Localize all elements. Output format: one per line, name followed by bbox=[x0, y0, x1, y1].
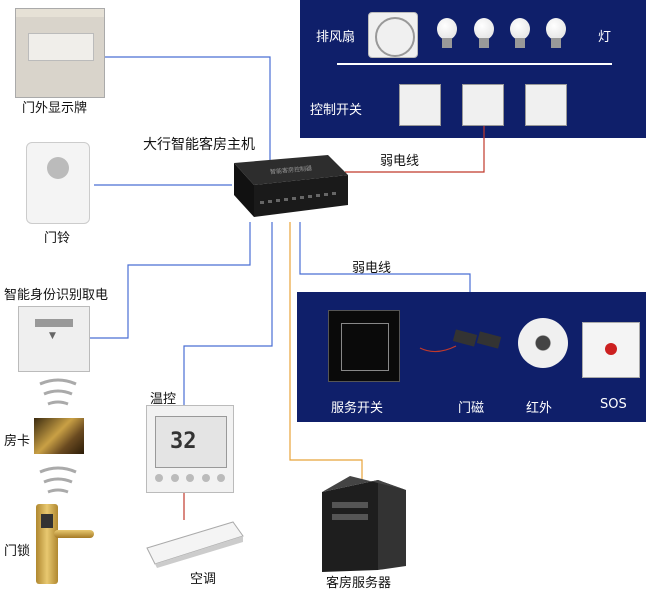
id-card-slot bbox=[35, 319, 73, 327]
door-lock-handle bbox=[54, 530, 94, 538]
service-switch-label: 服务开关 bbox=[331, 401, 384, 416]
bulb-base-1 bbox=[442, 38, 452, 48]
door-display-top-bar bbox=[16, 9, 104, 17]
control-switch-panel-3 bbox=[525, 84, 567, 126]
door-lock-screen bbox=[41, 514, 53, 528]
wire-id-card bbox=[88, 222, 251, 339]
wire-control-switch bbox=[345, 122, 485, 173]
weak-wire-label-2: 弱电线 bbox=[352, 261, 392, 276]
wire-sensor-panel bbox=[299, 222, 471, 292]
thermostat-button-icon bbox=[170, 474, 179, 482]
wire-door-display bbox=[104, 56, 271, 165]
thermostat-temp: 32 bbox=[170, 429, 197, 454]
door-magnet-label: 门磁 bbox=[458, 401, 485, 416]
wire-server bbox=[289, 222, 363, 480]
id-card-arrow-icon: ▼ bbox=[49, 331, 56, 341]
service-switch-device bbox=[328, 310, 400, 382]
weak-wire-label-1: 弱电线 bbox=[380, 154, 420, 169]
fan-blade bbox=[375, 17, 415, 57]
door-lock-device bbox=[36, 504, 58, 584]
bulb-base-3 bbox=[515, 38, 525, 48]
server-device bbox=[322, 470, 406, 572]
wire-thermostat bbox=[183, 222, 273, 405]
host-label: 大行智能客房主机 bbox=[143, 137, 255, 153]
wave-icon-2 bbox=[39, 466, 77, 494]
thermostat-buttons bbox=[155, 474, 225, 484]
thermostat-device: 32 bbox=[146, 405, 234, 493]
thermostat-label: 温控 bbox=[150, 392, 177, 407]
thermostat-screen: 32 bbox=[155, 416, 227, 468]
wave-icon-1 bbox=[39, 378, 77, 406]
aircon-device bbox=[146, 521, 244, 568]
bulb-icon-2 bbox=[474, 18, 494, 40]
door-display-device bbox=[15, 8, 105, 98]
bulb-icon-4 bbox=[546, 18, 566, 40]
server-label: 客房服务器 bbox=[326, 576, 392, 591]
sos-device bbox=[582, 322, 640, 378]
thermostat-button-icon bbox=[217, 474, 225, 482]
control-switch-label: 控制开关 bbox=[310, 103, 363, 118]
door-display-label: 门外显示牌 bbox=[22, 101, 88, 116]
thermostat-button-icon bbox=[186, 474, 194, 482]
sos-label: SOS bbox=[600, 397, 627, 412]
thermostat-button-icon bbox=[201, 474, 210, 482]
sos-button-icon bbox=[605, 343, 617, 355]
room-card-image bbox=[34, 418, 84, 454]
id-card-reader: ▼ bbox=[18, 306, 90, 372]
bulb-icon-3 bbox=[510, 18, 530, 40]
door-display-screen bbox=[28, 33, 94, 61]
fan-icon bbox=[368, 12, 418, 58]
bulb-icon-1 bbox=[437, 18, 457, 40]
door-magnet-icon bbox=[419, 329, 502, 353]
room-card-label: 房卡 bbox=[4, 434, 31, 449]
infrared-label: 红外 bbox=[526, 401, 553, 416]
bulb-base-4 bbox=[551, 38, 561, 48]
thermostat-button-icon bbox=[155, 474, 163, 482]
id-card-label: 智能身份识别取电 bbox=[4, 288, 109, 303]
control-switch-panel-1 bbox=[399, 84, 441, 126]
bulb-base-2 bbox=[479, 38, 489, 48]
aircon-label: 空调 bbox=[190, 572, 217, 587]
server-tower-icon bbox=[322, 476, 406, 572]
doorbell-speaker bbox=[47, 157, 69, 179]
fan-label: 排风扇 bbox=[316, 30, 356, 45]
light-label: 灯 bbox=[598, 30, 612, 45]
infrared-device bbox=[518, 318, 568, 368]
host-box bbox=[234, 155, 348, 217]
service-switch-grid bbox=[341, 323, 389, 371]
doorbell-label: 门铃 bbox=[44, 231, 71, 246]
control-switch-panel-2 bbox=[462, 84, 504, 126]
door-lock-label: 门锁 bbox=[4, 544, 31, 559]
doorbell-device bbox=[26, 142, 90, 224]
